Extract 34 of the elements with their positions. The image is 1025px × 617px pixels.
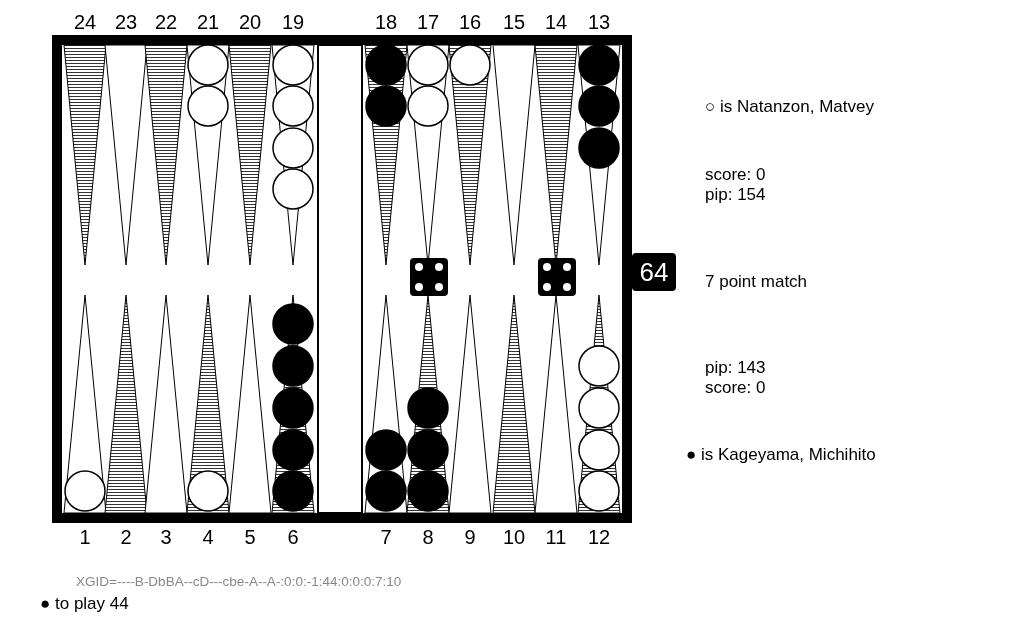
score-text: score: 0 <box>705 379 766 396</box>
pip-count: pip: 154 <box>705 186 766 203</box>
point-number: 6 <box>287 527 299 547</box>
point-number: 13 <box>587 12 611 32</box>
point-number: 1 <box>79 527 91 547</box>
doubling-cube: 64 <box>632 253 676 291</box>
point-number: 14 <box>544 12 568 32</box>
point-number: 3 <box>160 527 172 547</box>
player-label: ○ is Natanzon, Matvey <box>705 98 874 115</box>
point-number: 7 <box>380 527 392 547</box>
point-number: 21 <box>196 12 220 32</box>
point-number: 11 <box>545 527 567 547</box>
point-number: 15 <box>502 12 526 32</box>
point-number: 18 <box>374 12 398 32</box>
turn-text: ● to play 44 <box>40 595 129 612</box>
point-number: 12 <box>587 527 611 547</box>
point-number: 4 <box>202 527 214 547</box>
match-length: 7 point match <box>705 273 808 290</box>
point-number: 24 <box>73 12 97 32</box>
point-number: 2 <box>120 527 132 547</box>
point-number: 22 <box>154 12 178 32</box>
point-number: 9 <box>464 527 476 547</box>
pip-count: pip: 143 <box>705 359 766 376</box>
point-number: 19 <box>281 12 305 32</box>
point-number: 8 <box>422 527 434 547</box>
point-number: 20 <box>238 12 262 32</box>
point-number: 17 <box>416 12 440 32</box>
point-number: 5 <box>244 527 256 547</box>
point-number: 16 <box>458 12 482 32</box>
position-id: XGID=----B-DbBA--cD---cbe-A--A-:0:0:-1:44:0:0:0:7:10 <box>76 575 402 589</box>
score-text: score: 0 <box>705 166 766 183</box>
point-number: 10 <box>502 527 526 547</box>
player-label: ● is Kageyama, Michihito <box>686 446 876 463</box>
point-number: 23 <box>114 12 138 32</box>
